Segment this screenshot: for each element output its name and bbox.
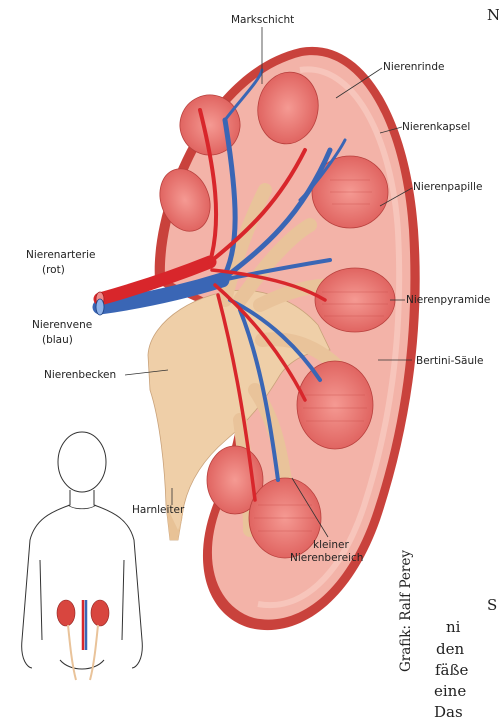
graphic-credit: Grafik: Ralf Perey — [398, 550, 414, 672]
text-fragment-5: fäße — [435, 661, 468, 679]
label-nierenvene: Nierenvene — [32, 319, 92, 331]
label-nierenpapille: Nierenpapille — [413, 181, 482, 193]
label-markschicht: Markschicht — [231, 14, 294, 26]
body-kidneys — [57, 600, 109, 680]
text-fragment-1: N — [487, 6, 499, 24]
label-nierenarterie-note: (rot) — [42, 264, 65, 276]
text-fragment-4: den — [436, 640, 464, 658]
text-fragment-6: eine — [434, 682, 466, 700]
text-fragment-3: ni — [446, 618, 460, 636]
label-nierenbecken: Nierenbecken — [44, 369, 116, 381]
label-nierenarterie: Nierenarterie — [26, 249, 95, 261]
label-nierenrinde: Nierenrinde — [383, 61, 444, 73]
text-fragment-2: S — [487, 596, 497, 614]
label-nierenbereich: Nierenbereich — [290, 552, 363, 564]
kidney-diagram: Markschicht Nierenrinde Nierenkapsel Nie… — [0, 0, 499, 698]
label-harnleiter: Harnleiter — [132, 504, 185, 516]
label-nierenvene-note: (blau) — [42, 334, 73, 346]
label-kleiner: kleiner — [313, 539, 349, 551]
label-nierenkapsel: Nierenkapsel — [402, 121, 470, 133]
text-fragment-7: Das — [434, 703, 463, 721]
label-bertini: Bertini-Säule — [416, 355, 484, 367]
label-nierenpyramide: Nierenpyramide — [406, 294, 490, 306]
